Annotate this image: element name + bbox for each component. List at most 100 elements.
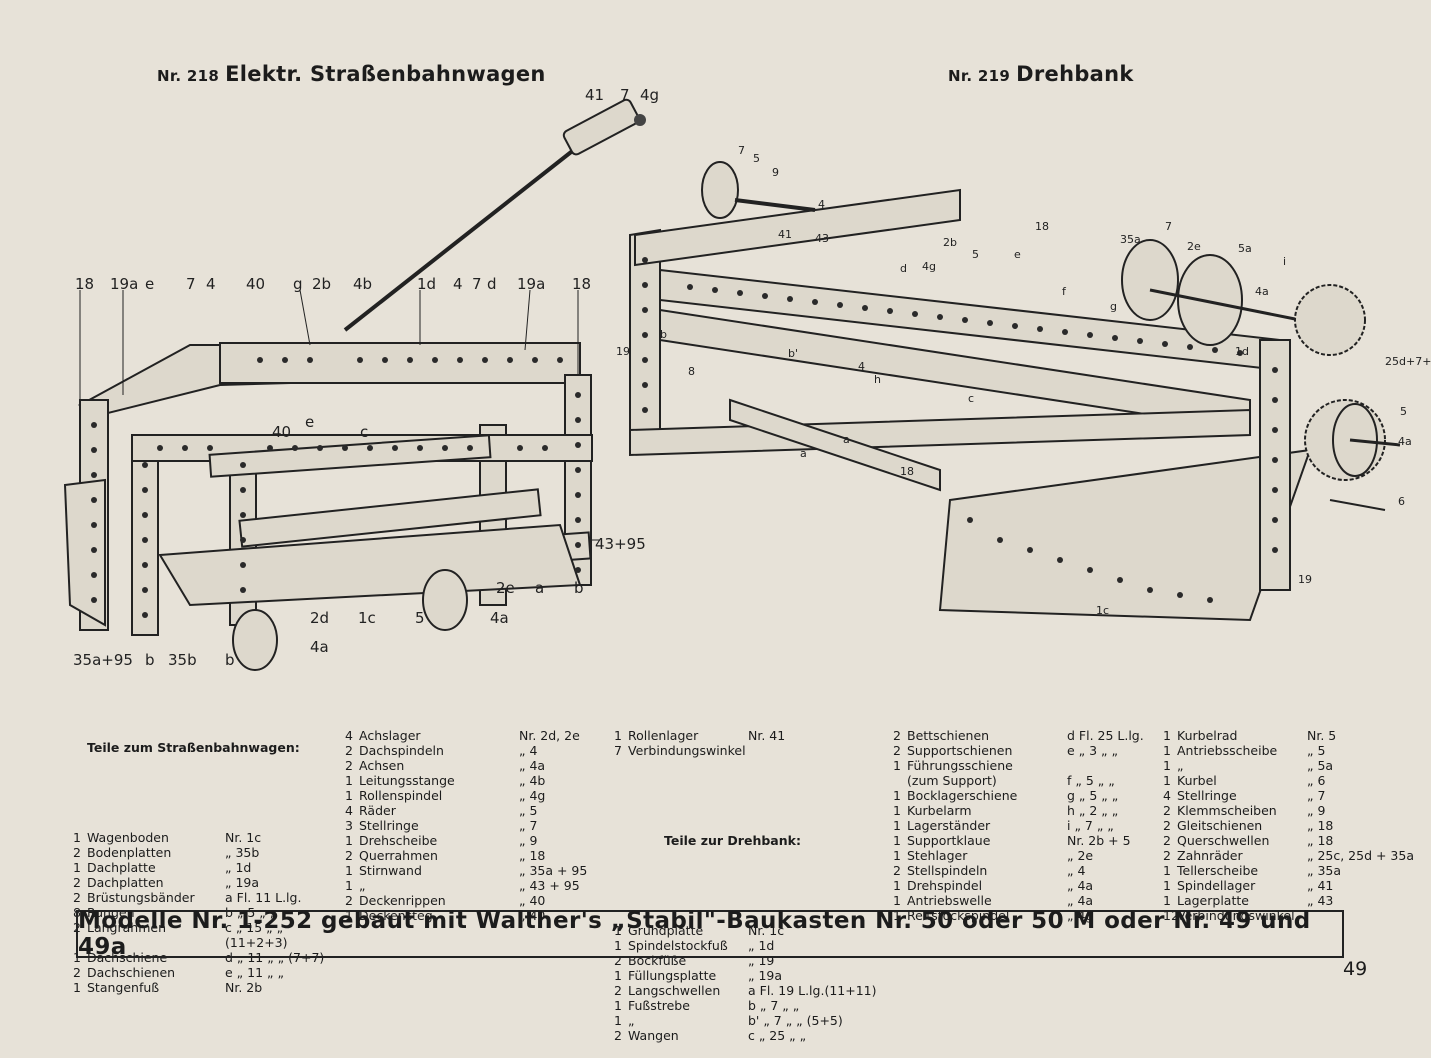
parts-name: Dachschienen xyxy=(87,965,176,980)
parts-quantity: 2 xyxy=(893,743,901,758)
parts-name: Supportschienen xyxy=(907,743,1013,758)
parts-name: Dachplatte xyxy=(87,860,156,875)
parts-ref: c „ 15 „ „ xyxy=(225,920,284,935)
parts-ref: „ 4g xyxy=(519,788,546,803)
tram-car-drawing: 18 19a e 7 4 40 g 2b 4b 1d 4 7 d 19a 18 … xyxy=(63,86,659,671)
label-219-6: 18 xyxy=(1035,220,1049,233)
parts-quantity: 2 xyxy=(73,965,81,980)
parts-row: (11+2+3) xyxy=(73,935,324,950)
parts-ref: „ 18 xyxy=(519,848,546,863)
model-219-number: Nr. 219 xyxy=(948,67,1011,85)
parts-quantity: 2 xyxy=(614,983,622,998)
parts-name: Bettschienen xyxy=(907,728,990,743)
label-218-bottom-1: b xyxy=(145,651,155,669)
parts-quantity: 2 xyxy=(345,758,353,773)
label-218-pole-1: 7 xyxy=(620,86,630,104)
parts-ref: f „ 5 „ „ xyxy=(1067,773,1115,788)
parts-name: Grundplatte xyxy=(628,923,704,938)
parts-name: Drehspindel xyxy=(907,878,983,893)
label-219-4: 41 xyxy=(778,228,792,241)
parts-ref: „ 7 xyxy=(519,818,538,833)
parts-name: Langrahmen xyxy=(87,920,166,935)
label-219-24: 6 xyxy=(1398,495,1405,508)
parts-ref: „ 35a + 95 xyxy=(519,863,588,878)
parts-ref: i „ 7 „ „ xyxy=(1067,818,1114,833)
parts-name: Leitungsstange xyxy=(359,773,455,788)
parts-name: Dachspindeln xyxy=(359,743,444,758)
parts-ref: (11+2+3) xyxy=(225,935,288,950)
parts-ref: „ 9 xyxy=(519,833,538,848)
parts-quantity: 1 xyxy=(1163,743,1171,758)
parts-quantity: 2 xyxy=(1163,818,1171,833)
parts-quantity: 1 xyxy=(73,830,81,845)
parts-ref: „ 35b xyxy=(225,845,260,860)
parts-name: Dachplatten xyxy=(87,875,164,890)
parts-quantity: 2 xyxy=(345,848,353,863)
parts-row: 1„b' „ 7 „ „ (5+5) xyxy=(614,1013,876,1028)
parts-name: Rollenlager xyxy=(628,728,699,743)
label-219-18: i xyxy=(1283,255,1286,268)
parts-name: Tellerscheibe xyxy=(1177,863,1259,878)
parts-name: Deckenrippen xyxy=(359,893,446,908)
parts-ref: Nr. 5 xyxy=(1307,728,1337,743)
parts-ref: Nr. 2d, 2e xyxy=(519,728,580,743)
parts-quantity: 1 xyxy=(614,938,622,953)
parts-name: Querrahmen xyxy=(359,848,438,863)
parts-quantity: 2 xyxy=(73,845,81,860)
parts-ref: a Fl. 19 L.lg.(11+11) xyxy=(748,983,877,998)
parts-quantity: 1 xyxy=(893,908,901,923)
parts-name: Räder xyxy=(359,803,396,818)
parts-quantity: 1 xyxy=(1163,878,1171,893)
label-219-26: b xyxy=(660,328,667,341)
label-218-top-2: e xyxy=(145,275,154,293)
label-218-br-1: a xyxy=(535,579,544,597)
parts-ref: „ 7 xyxy=(1307,788,1326,803)
label-219-35: 1c xyxy=(1096,604,1109,617)
parts-ref: „ 9 xyxy=(1307,803,1326,818)
parts-name: Kurbelarm xyxy=(907,803,972,818)
footer-text: Modelle Nr. 1-252 gebaut mit Walther's „… xyxy=(78,908,1311,960)
parts-quantity: 1 xyxy=(1163,863,1171,878)
parts-name: Spindelstockfuß xyxy=(628,938,728,953)
parts-quantity: 2 xyxy=(614,1028,622,1043)
parts-ref: „ 1d xyxy=(225,860,252,875)
parts-name: Gleitschienen xyxy=(1177,818,1263,833)
parts-ref: „ 6 xyxy=(1307,773,1326,788)
parts-ref: „ 43 xyxy=(1307,893,1334,908)
parts-ref: „ 41 xyxy=(1307,878,1334,893)
parts-name: Verbindungswinkel xyxy=(628,743,746,758)
parts-quantity: 2 xyxy=(614,953,622,968)
parts-name: Wangen xyxy=(628,1028,679,1043)
parts-ref: Nr. 41 xyxy=(748,728,786,743)
parts-quantity: 1 xyxy=(614,968,622,983)
parts-name: Führungsschiene xyxy=(907,758,1013,773)
parts-ref: „ 25c, 25d + 35a xyxy=(1307,848,1415,863)
label-219-13: 7 xyxy=(1165,220,1172,233)
parts-ref: „ 2e xyxy=(1067,848,1094,863)
parts-ref: „ 5 xyxy=(1307,743,1326,758)
label-219-12: f xyxy=(1062,285,1067,298)
parts-ref: a Fl. 11 L.lg. xyxy=(225,890,302,905)
parts-quantity: 1 xyxy=(345,833,353,848)
parts-quantity: 1 xyxy=(614,923,622,938)
parts-quantity: 1 xyxy=(893,893,901,908)
label-218-inner-2: c xyxy=(360,423,368,441)
